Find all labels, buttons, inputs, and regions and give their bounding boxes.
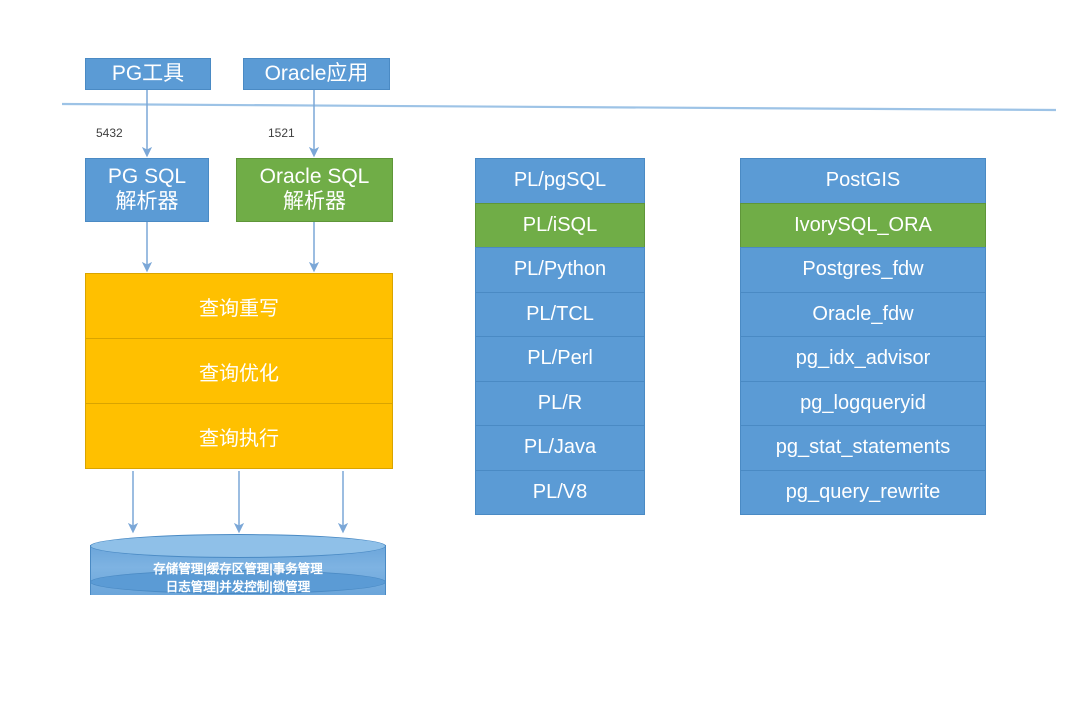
query-pipeline-row[interactable]: 查询执行 bbox=[85, 403, 393, 469]
cylinder-top-ellipse bbox=[90, 534, 386, 558]
extension-row[interactable]: IvorySQL_ORA bbox=[740, 202, 986, 248]
extension-row[interactable]: pg_logqueryid bbox=[740, 380, 986, 426]
plang-row[interactable]: PL/Perl bbox=[475, 336, 645, 382]
extension-row[interactable]: PostGIS bbox=[740, 158, 986, 204]
storage-layer-line-2: 日志管理|并发控制|锁管理 bbox=[165, 580, 311, 595]
cylinder-bottom-ellipse bbox=[90, 570, 386, 594]
plang-row[interactable]: PL/Java bbox=[475, 425, 645, 471]
plang-row[interactable]: PL/pgSQL bbox=[475, 158, 645, 204]
query-pipeline-stack: 查询重写 查询优化 查询执行 bbox=[85, 273, 393, 469]
storage-layer-label: 存储管理|缓存区管理|事务管理日志管理|并发控制|锁管理 bbox=[90, 560, 386, 596]
plang-row[interactable]: PL/TCL bbox=[475, 291, 645, 337]
oracle-sql-parser-box[interactable]: Oracle SQL 解析器 bbox=[236, 158, 393, 222]
extension-row[interactable]: pg_stat_statements bbox=[740, 425, 986, 471]
query-pipeline-row[interactable]: 查询优化 bbox=[85, 338, 393, 404]
extension-row[interactable]: Oracle_fdw bbox=[740, 291, 986, 337]
extension-row[interactable]: pg_idx_advisor bbox=[740, 336, 986, 382]
query-pipeline-row[interactable]: 查询重写 bbox=[85, 273, 393, 339]
plang-row[interactable]: PL/iSQL bbox=[475, 202, 645, 248]
extension-row[interactable]: pg_query_rewrite bbox=[740, 469, 986, 515]
oracle-application-box[interactable]: Oracle应用 bbox=[243, 58, 390, 90]
plang-row[interactable]: PL/V8 bbox=[475, 469, 645, 515]
pg-tool-box[interactable]: PG工具 bbox=[85, 58, 211, 90]
extension-column: PostGIS IvorySQL_ORA Postgres_fdw Oracle… bbox=[740, 158, 986, 515]
storage-layer-cylinder[interactable]: 存储管理|缓存区管理|事务管理日志管理|并发控制|锁管理 bbox=[90, 534, 386, 606]
port-label-pg: 5432 bbox=[96, 126, 123, 140]
extension-row[interactable]: Postgres_fdw bbox=[740, 247, 986, 293]
plang-row[interactable]: PL/R bbox=[475, 380, 645, 426]
procedural-language-column: PL/pgSQL PL/iSQL PL/Python PL/TCL PL/Per… bbox=[475, 158, 645, 515]
pg-sql-parser-box[interactable]: PG SQL 解析器 bbox=[85, 158, 209, 222]
port-label-oracle: 1521 bbox=[268, 126, 295, 140]
plang-row[interactable]: PL/Python bbox=[475, 247, 645, 293]
storage-layer-line-1: 存储管理|缓存区管理|事务管理 bbox=[153, 562, 323, 576]
